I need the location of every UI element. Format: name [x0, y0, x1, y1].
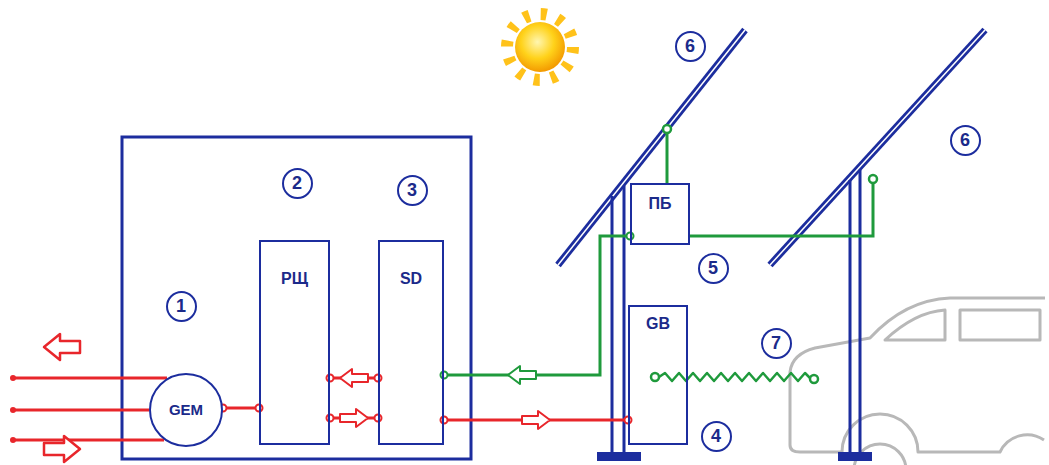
flow-arrow [340, 369, 368, 387]
power-connector [441, 411, 632, 429]
grid-terminals [10, 375, 16, 443]
car-window [885, 310, 945, 340]
support-post [859, 170, 862, 453]
sun [515, 22, 565, 72]
node-label: GB [646, 315, 670, 333]
solar-panel-edge [770, 30, 985, 265]
node-label: РЩ [281, 270, 308, 288]
charging-cable [659, 373, 810, 381]
callout-number: 3 [397, 175, 428, 206]
equipment-box: ПБ [630, 183, 690, 245]
flow-arrow [44, 334, 80, 360]
solar-panel-edge [558, 30, 745, 265]
grid-line [14, 439, 164, 442]
grid-line [14, 409, 149, 412]
terminal-dot [441, 417, 448, 424]
post-base [597, 452, 641, 461]
terminal-dot [327, 375, 334, 382]
node-label: GEM [169, 401, 203, 418]
panel-wire [690, 183, 873, 236]
power-connector [441, 233, 634, 385]
terminal-dot [10, 437, 16, 443]
terminal-dot [869, 175, 877, 183]
flow-arrow [340, 409, 368, 427]
post-base [838, 452, 872, 461]
callout-number: 4 [701, 421, 732, 452]
solar-panels [558, 30, 985, 265]
terminal-dot [651, 373, 659, 381]
solar-panel [558, 30, 745, 265]
flow-arrow [44, 436, 80, 462]
terminal-dot [810, 375, 818, 383]
grid-line [14, 377, 167, 380]
callout-number: 7 [761, 328, 792, 359]
connector-line [444, 236, 630, 375]
grid-lines [14, 378, 167, 440]
equipment-box: РЩ [259, 240, 330, 445]
callout-number: 6 [950, 125, 981, 156]
power-connector [327, 369, 382, 387]
terminal-dot [327, 415, 334, 422]
sun-rays [507, 14, 573, 80]
power-connector [327, 409, 382, 427]
support-post [849, 180, 852, 453]
terminal-dot [441, 372, 448, 379]
node-label: SD [400, 270, 422, 288]
flow-arrow [522, 411, 550, 429]
power-connector [219, 405, 262, 412]
equipment-box: SD [378, 240, 444, 445]
node-label: ПБ [649, 195, 672, 213]
terminal-dot [10, 407, 16, 413]
solar-panel [770, 30, 985, 265]
flow-arrow [508, 366, 536, 384]
callout-number: 1 [166, 291, 197, 322]
callout-number: 6 [675, 31, 706, 62]
car-window [960, 310, 1040, 340]
car-outline [790, 298, 1045, 465]
callout-number: 5 [698, 253, 729, 284]
terminal-dot [10, 375, 16, 381]
panel-wires [667, 133, 873, 236]
building-outline [122, 137, 471, 459]
generator-circle: GEM [149, 373, 223, 447]
support-post [623, 186, 626, 453]
support-posts [612, 170, 860, 453]
panel-wire [666, 133, 669, 183]
connector-line [223, 407, 259, 410]
callout-number: 2 [282, 168, 313, 199]
terminal-dot [663, 125, 671, 133]
equipment-box: GB [628, 305, 688, 445]
car-body [790, 298, 1045, 452]
